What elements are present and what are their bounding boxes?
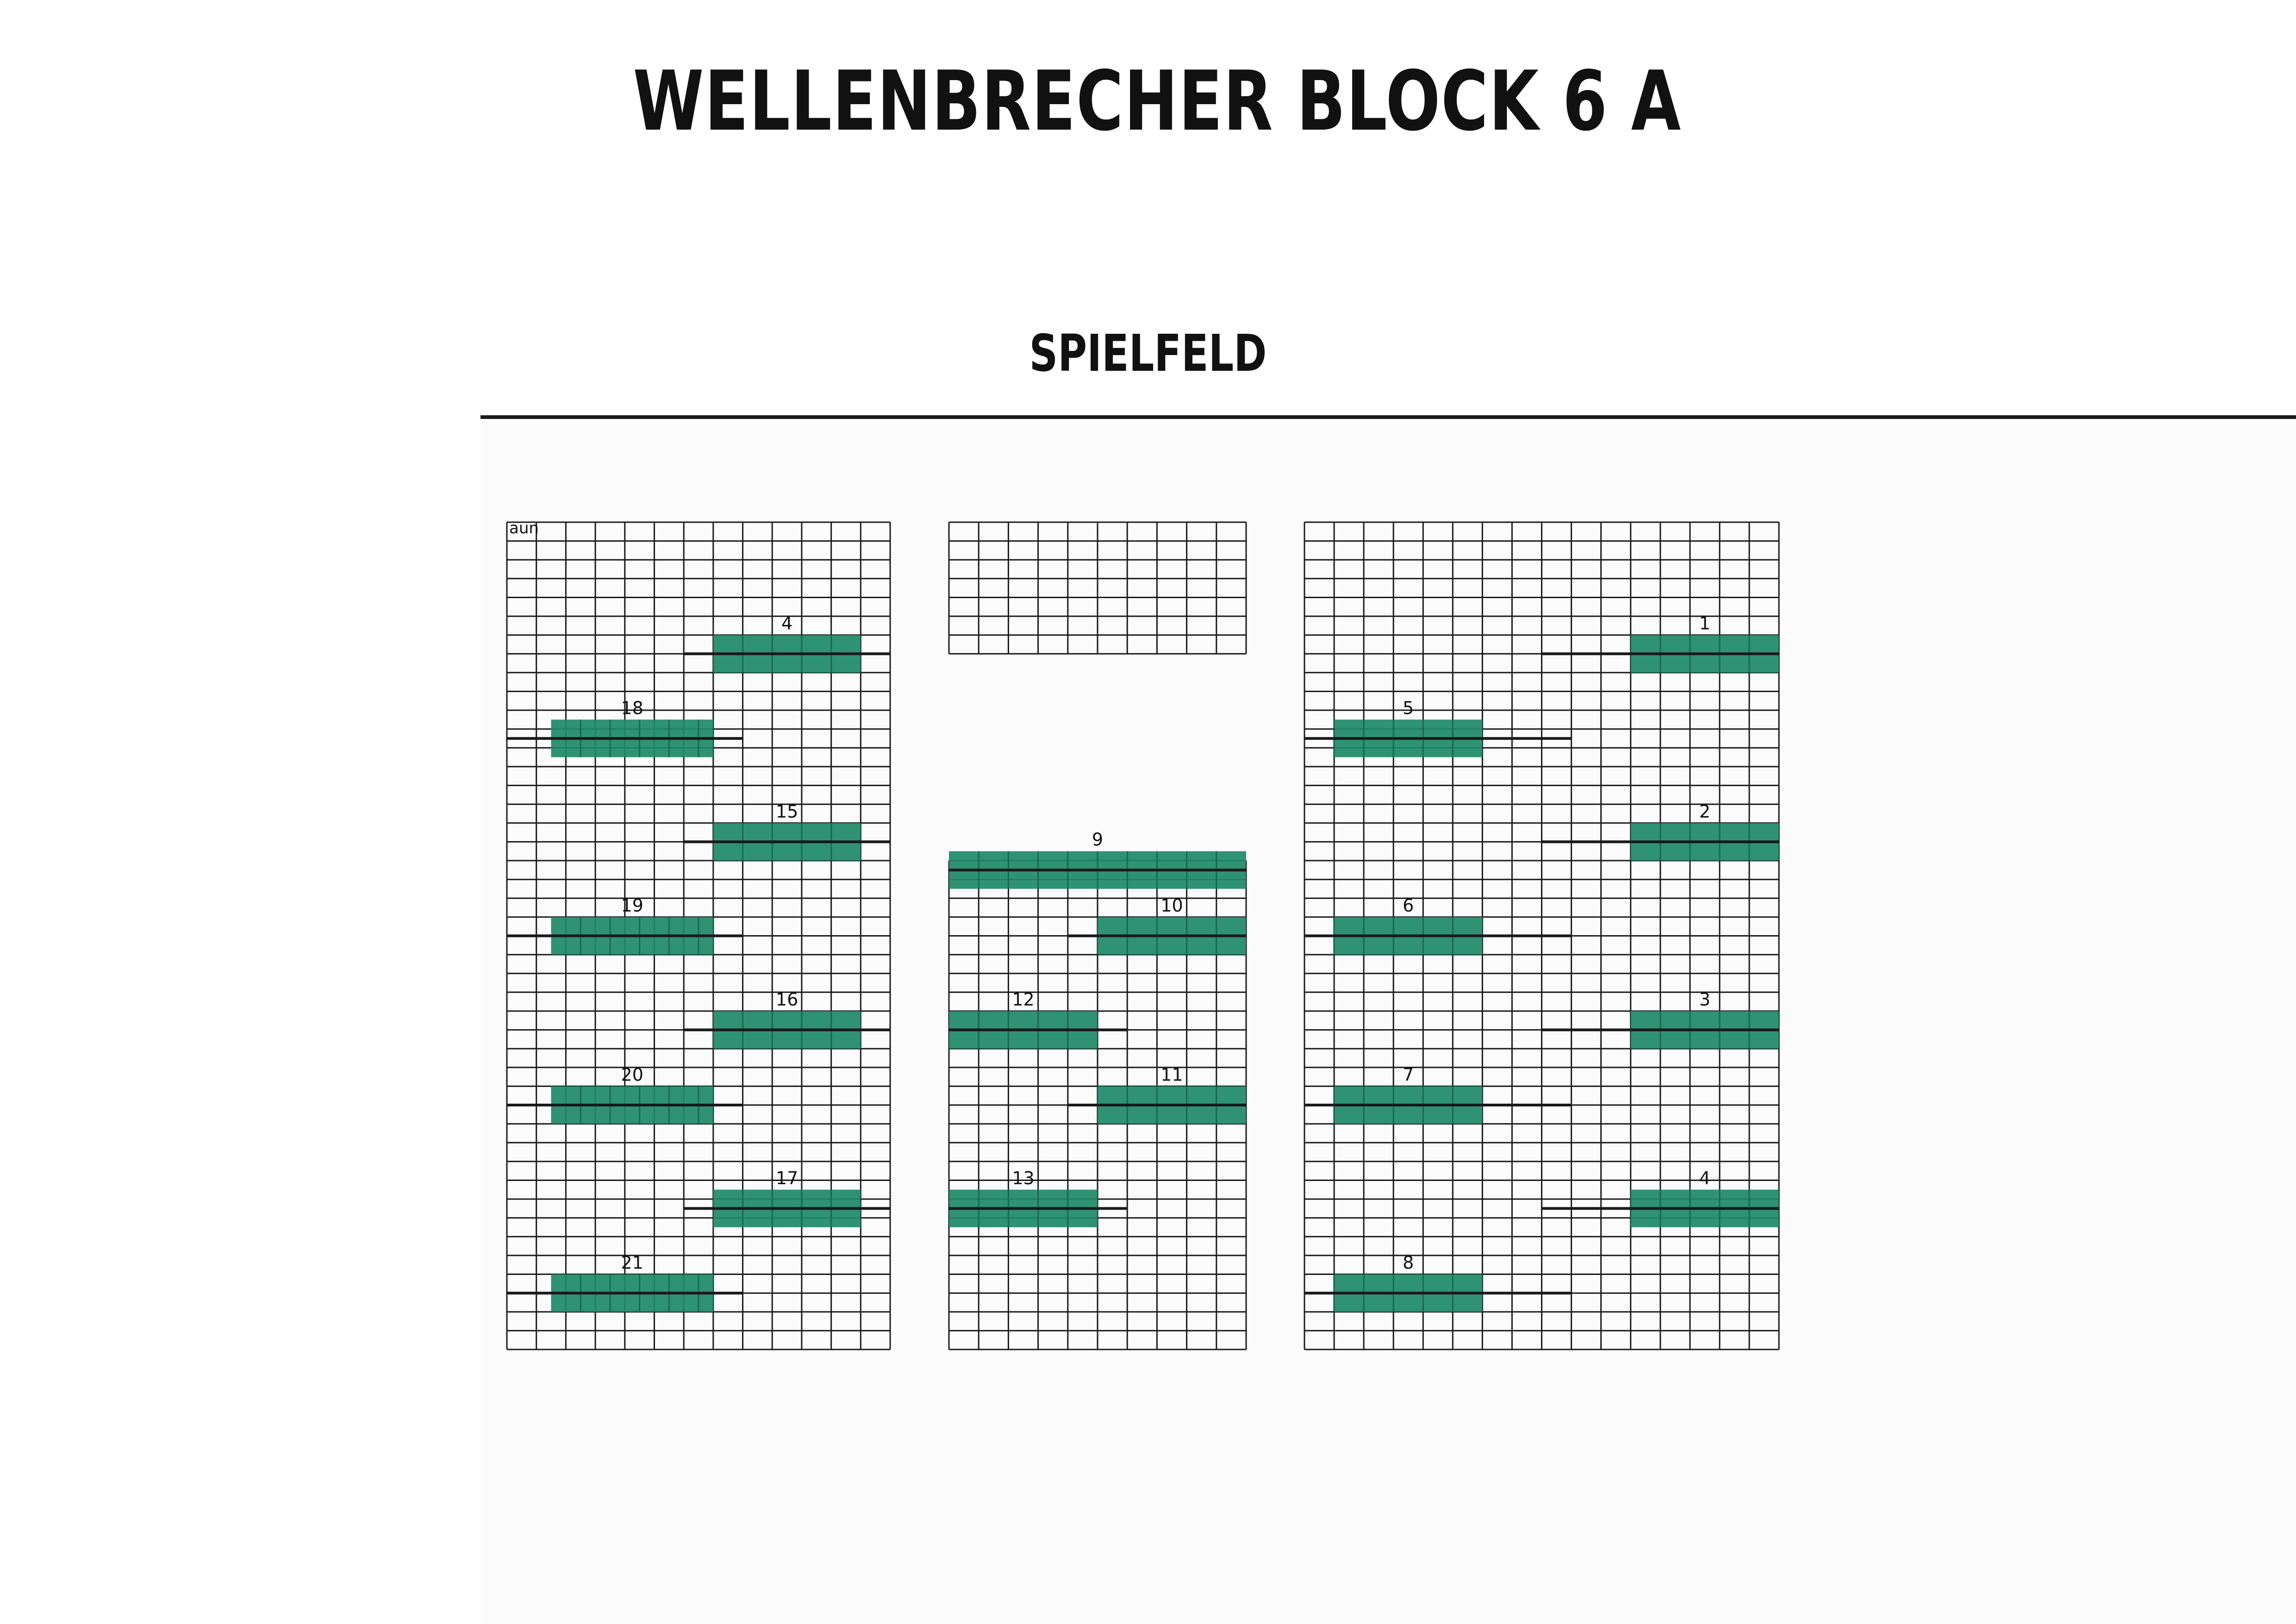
barrier-number: 17 <box>776 1168 798 1188</box>
barrier-number: 11 <box>1160 1064 1183 1085</box>
barrier-number: 18 <box>621 698 643 718</box>
barrier-number: 6 <box>1403 895 1414 916</box>
barrier-number: 21 <box>621 1253 643 1273</box>
page-title: WELLENBRECHER BLOCK 6 A <box>633 53 1682 149</box>
barrier-number: 7 <box>1403 1064 1414 1085</box>
barrier-number: 1 <box>1699 613 1710 634</box>
barrier-number: 19 <box>621 895 643 916</box>
barrier-number: 3 <box>1699 989 1710 1010</box>
barrier-number: 15 <box>776 801 798 822</box>
barrier-number: 4 <box>1699 1168 1710 1188</box>
barrier-number: 9 <box>1092 830 1103 850</box>
barrier-number: 13 <box>1012 1168 1034 1188</box>
barrier-number: 5 <box>1403 698 1414 718</box>
field-label: SPIELFELD <box>1029 324 1267 383</box>
barrier-number: 2 <box>1699 801 1710 822</box>
field-edge-line <box>480 415 2296 419</box>
barrier-number: 20 <box>621 1064 643 1085</box>
barrier-number: 10 <box>1160 895 1183 916</box>
barrier-number: 16 <box>776 989 798 1010</box>
corner-label: aun <box>509 519 539 537</box>
barrier-number: 12 <box>1012 989 1034 1010</box>
barrier-number: 4 <box>781 613 792 634</box>
barrier-number: 8 <box>1403 1253 1414 1273</box>
